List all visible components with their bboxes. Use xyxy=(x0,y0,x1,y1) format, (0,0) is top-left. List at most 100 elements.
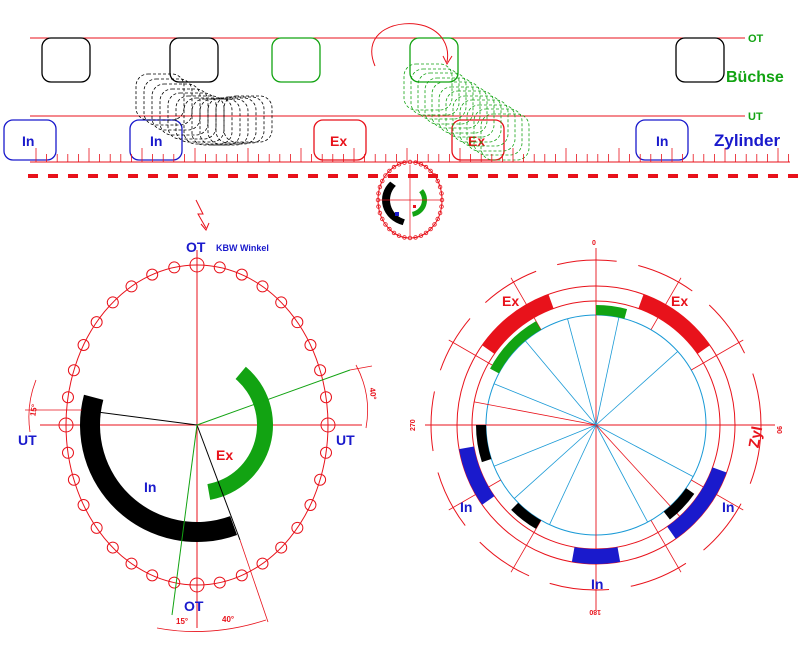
ruler-dash xyxy=(248,174,258,178)
mini-intake-arc xyxy=(382,181,405,226)
trail-outline xyxy=(459,99,509,147)
mini-exhaust-arc xyxy=(412,189,428,217)
crank-marker xyxy=(67,473,80,486)
ruler-dash xyxy=(228,174,238,178)
crank-marker xyxy=(168,576,181,589)
ut-left-label: UT xyxy=(18,432,37,448)
mini-marker xyxy=(418,233,424,238)
rotate-arrow-icon xyxy=(371,23,449,67)
intake-port xyxy=(635,119,689,161)
exhaust-port-label: Ex xyxy=(468,133,485,149)
ot-top-label: OT xyxy=(186,239,206,255)
crank-marker xyxy=(256,280,269,293)
timing-lines xyxy=(25,364,373,632)
trail-outline xyxy=(480,113,530,161)
ruler-dash xyxy=(48,174,58,178)
intake-port xyxy=(3,119,57,161)
ruler-dash xyxy=(388,174,398,178)
crank-marker xyxy=(106,541,119,554)
ruler-dash xyxy=(568,174,578,178)
intake-arc xyxy=(571,547,621,565)
mini-marker xyxy=(435,216,440,222)
cyan-spoke xyxy=(595,424,648,523)
intake-port-label: In xyxy=(150,133,162,149)
crank-marker xyxy=(320,391,333,404)
trail-outline xyxy=(167,92,217,140)
crank-marker xyxy=(125,280,138,293)
exhaust-label-right: Ex xyxy=(671,293,688,309)
mini-marker xyxy=(437,210,443,216)
ruler-dash xyxy=(308,174,318,178)
exhaust-arc xyxy=(482,294,554,354)
trail-outline xyxy=(215,96,265,144)
trail-outline xyxy=(143,78,193,126)
mini-marker xyxy=(407,159,413,165)
ot-label-top: OT xyxy=(748,33,764,45)
ruler-dash xyxy=(108,174,118,178)
dim-arc xyxy=(355,364,368,429)
ruler-dash xyxy=(328,174,338,178)
crank-marker xyxy=(168,261,181,274)
dim-arc xyxy=(28,379,37,433)
deg-90-label: 90 xyxy=(775,426,782,434)
trail-outline xyxy=(452,95,502,143)
ruler-dash xyxy=(788,174,798,178)
angle-15-left: 15° xyxy=(28,403,39,416)
sector-line xyxy=(448,479,501,511)
intake-label-left: In xyxy=(460,499,472,515)
mini-marker xyxy=(376,204,381,209)
sleeve-window xyxy=(169,37,219,83)
angle-40-right: 40° xyxy=(367,387,378,400)
ruler-dash xyxy=(288,174,298,178)
sector-line xyxy=(510,520,542,573)
crank-marker xyxy=(146,569,159,582)
crank-marker xyxy=(291,316,304,329)
ut-right-label: UT xyxy=(336,432,355,448)
angle-15-bottom: 15° xyxy=(176,617,188,626)
mini-marker xyxy=(387,226,392,232)
sleeve-window xyxy=(41,37,91,83)
deg-0-label: 0 xyxy=(592,240,596,247)
rotate-arrow-head xyxy=(442,55,453,66)
crank-marker xyxy=(314,364,327,377)
ruler-dash xyxy=(368,174,378,178)
mini-ellipse-preview xyxy=(375,159,445,241)
zigzag-down-arrow-icon xyxy=(195,199,207,229)
crank-marker xyxy=(235,569,248,582)
ruler-dash xyxy=(688,174,698,178)
ruler-dash xyxy=(608,174,618,178)
crank-marker xyxy=(125,557,138,570)
crank-marker xyxy=(304,339,317,351)
mini-marker xyxy=(437,184,443,190)
mini-marker xyxy=(439,204,444,209)
sector-line xyxy=(691,339,744,371)
crank-marker xyxy=(304,499,317,511)
green-arc xyxy=(490,321,541,374)
exhaust-arc-label: Ex xyxy=(216,447,233,463)
kbw-ellipse-diagram: OT KBW Winkel UT UT OT In Ex 15° 40° 15°… xyxy=(18,239,378,632)
mini-marker xyxy=(377,210,383,216)
sleeve-motion-trail-green xyxy=(403,63,530,161)
mini-marker xyxy=(383,222,388,227)
ruler-dash xyxy=(468,174,478,178)
crank-marker xyxy=(291,521,304,534)
mini-marker xyxy=(407,235,413,241)
sleeve-window xyxy=(675,37,725,83)
mini-marker xyxy=(428,168,433,174)
buchse-label: Büchse xyxy=(726,69,784,86)
mini-marker xyxy=(418,162,424,167)
kbw-winkel-label: KBW Winkel xyxy=(216,243,269,253)
cyan-spoke xyxy=(524,340,597,426)
intake-port-label: In xyxy=(656,133,668,149)
crank-marker xyxy=(275,296,288,309)
intake-arc xyxy=(80,394,238,542)
cyan-spoke xyxy=(595,424,694,477)
mini-marker xyxy=(435,178,440,184)
timing-arcs xyxy=(459,294,727,565)
sector-line xyxy=(650,277,682,330)
trail-outline xyxy=(466,104,516,152)
ruler-dash xyxy=(768,174,778,178)
ruler-dash xyxy=(528,174,538,178)
exhaust-close-line xyxy=(171,424,198,616)
deg-180-label: 180 xyxy=(589,608,601,615)
